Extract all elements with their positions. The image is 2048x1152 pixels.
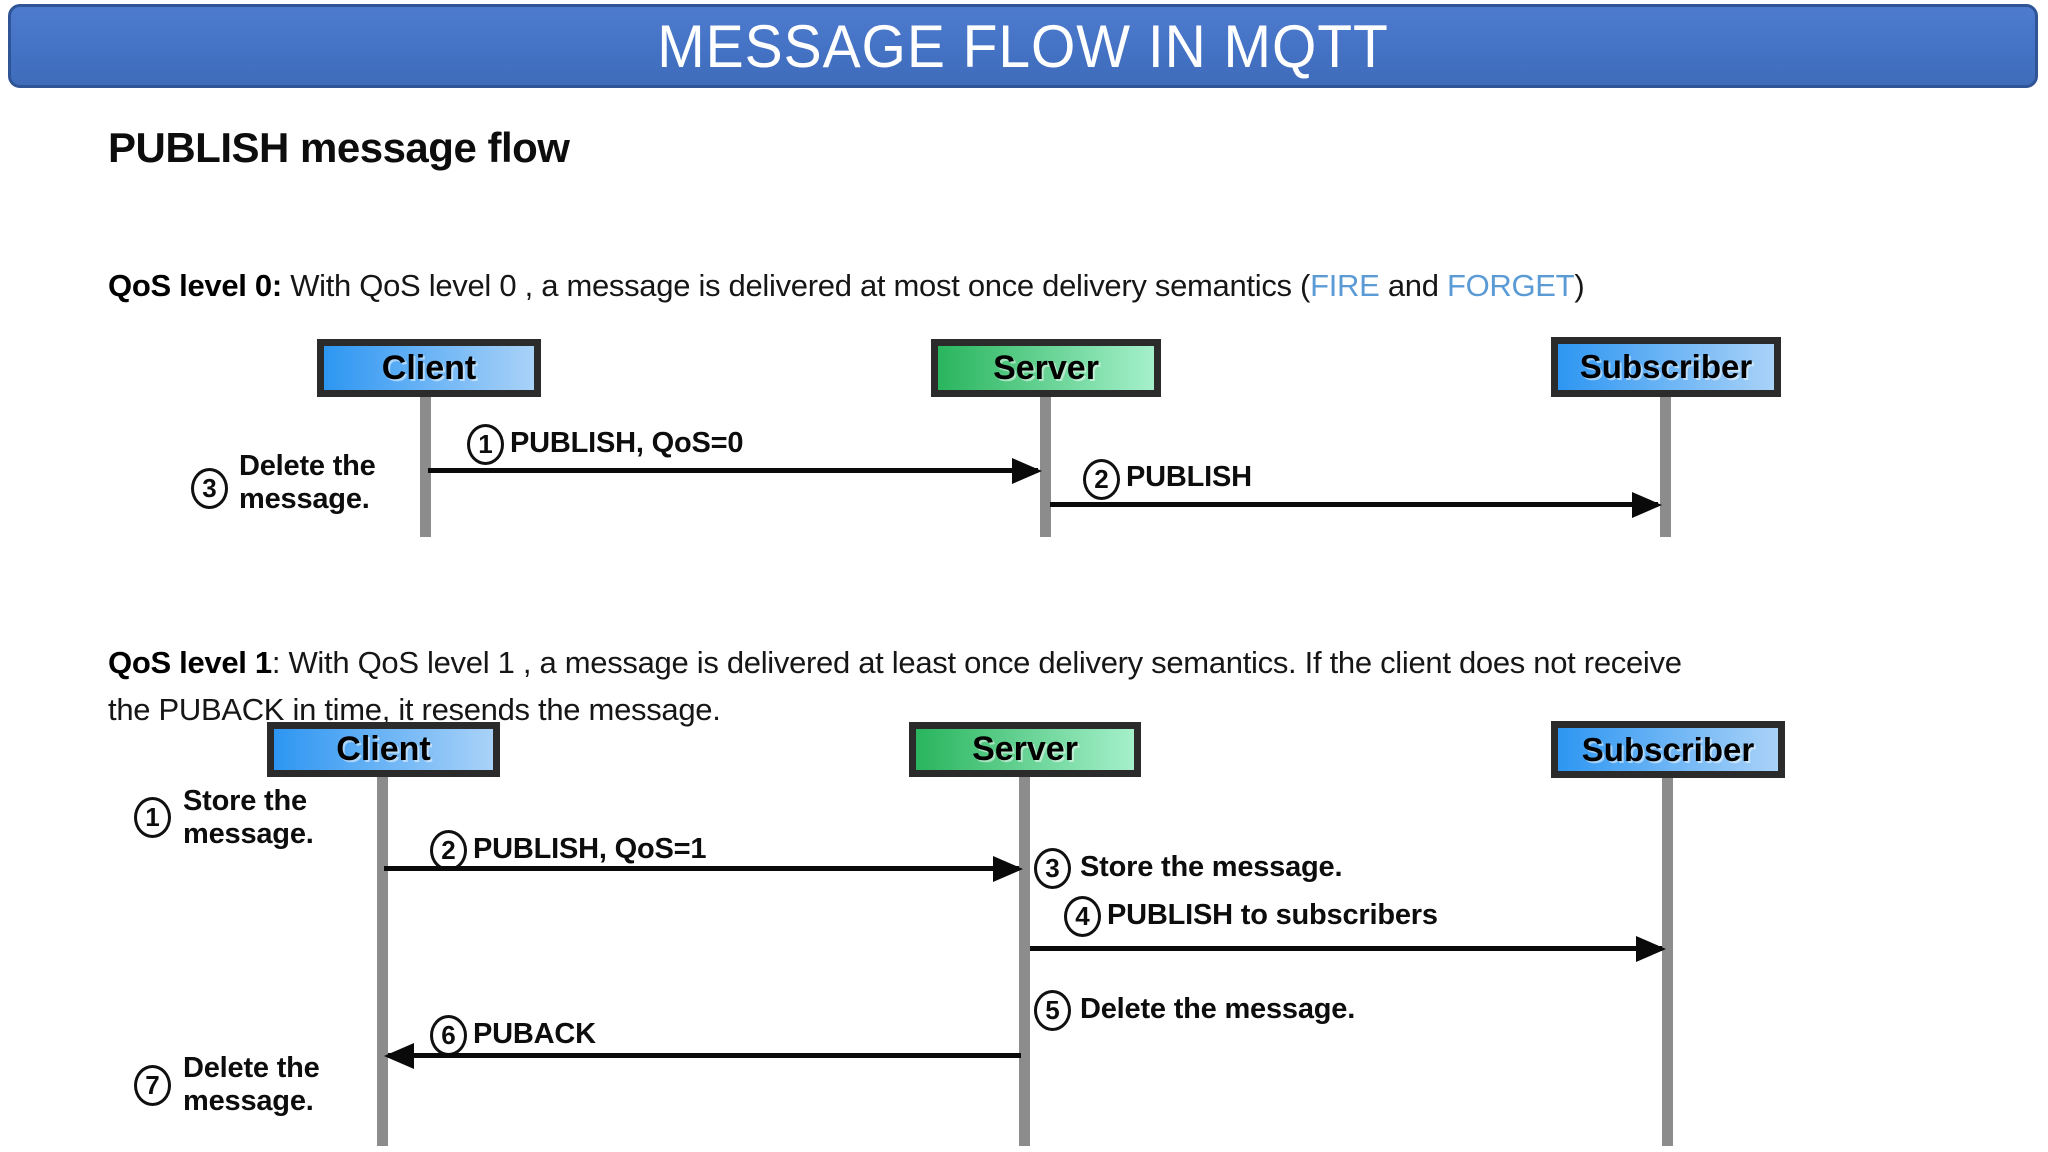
qos1-step3-circle: 3 — [1034, 848, 1071, 889]
qos0-body-text: With QoS level 0 , a message is delivere… — [281, 268, 1311, 303]
fire-text: FIRE — [1310, 268, 1380, 303]
qos1-actor-subscriber-label: Subscriber — [1581, 730, 1755, 768]
qos0-actor-client-label: Client — [381, 348, 477, 387]
forget-text: FORGET — [1446, 268, 1575, 303]
qos1-server-lifeline — [1019, 776, 1030, 1146]
qos1-arrow-puback — [388, 1053, 1021, 1058]
qos1-step4-circle: 4 — [1064, 896, 1101, 937]
qos0-step3-label: Delete the message. — [239, 450, 376, 516]
qos0-step2-label: PUBLISH — [1126, 461, 1252, 493]
qos0-closing-paren: ) — [1574, 268, 1585, 303]
qos1-arrow-publish-qos1 — [384, 866, 1019, 871]
qos1-step1-label: Store the message. — [183, 785, 314, 851]
qos0-actor-server-box: Server — [931, 339, 1161, 397]
qos1-client-lifeline — [377, 776, 388, 1146]
qos1-step5-circle: 5 — [1034, 990, 1071, 1031]
qos1-step2-label: PUBLISH, QoS=1 — [473, 833, 707, 865]
section-heading: PUBLISH message flow — [108, 124, 570, 171]
qos1-step2-circle: 2 — [430, 830, 467, 871]
qos1-actor-server-label: Server — [972, 730, 1078, 768]
qos1-arrow-publish-to-subscribers — [1030, 946, 1662, 951]
qos1-actor-subscriber-box: Subscriber — [1551, 721, 1785, 778]
qos1-line1: QoS level 1: With QoS level 1 , a messag… — [108, 645, 1682, 680]
qos0-step1-label: PUBLISH, QoS=0 — [510, 427, 744, 459]
page-title: MESSAGE FLOW IN MQTT — [657, 12, 1389, 80]
qos1-subscriber-lifeline — [1662, 776, 1673, 1146]
qos0-label: QoS level 0: — [108, 268, 282, 303]
qos0-actor-subscriber-box: Subscriber — [1551, 337, 1781, 397]
qos0-actor-server-label: Server — [993, 348, 1099, 387]
qos0-step1-circle: 1 — [467, 424, 504, 465]
title-bar: MESSAGE FLOW IN MQTT — [8, 4, 2038, 88]
qos0-actor-client-box: Client — [317, 339, 541, 397]
qos1-step6-label: PUBACK — [473, 1018, 596, 1050]
qos0-step2-circle: 2 — [1083, 459, 1120, 500]
qos0-actor-subscriber-label: Subscriber — [1579, 348, 1753, 385]
qos1-paragraph: QoS level 1: With QoS level 1 , a messag… — [108, 639, 1682, 733]
qos0-step3-circle: 3 — [191, 468, 228, 509]
qos0-paragraph: QoS level 0: With QoS level 0 , a messag… — [108, 262, 1585, 309]
qos1-step7-circle: 7 — [134, 1065, 171, 1106]
qos1-line1-text: : With QoS level 1 , a message is delive… — [271, 645, 1682, 680]
qos1-step5-label: Delete the message. — [1080, 993, 1356, 1025]
qos1-step3-label: Store the message. — [1080, 851, 1343, 883]
qos0-arrow-publish-qos0 — [428, 468, 1038, 473]
qos1-step1-circle: 1 — [134, 797, 171, 838]
qos0-client-lifeline — [420, 395, 431, 537]
qos0-server-lifeline — [1040, 395, 1051, 537]
qos1-line2: the PUBACK in time, it resends the messa… — [108, 692, 721, 727]
qos1-step7-label: Delete the message. — [183, 1052, 320, 1118]
qos1-step4-label: PUBLISH to subscribers — [1107, 899, 1438, 931]
qos0-and-text: and — [1379, 268, 1447, 303]
qos0-subscriber-lifeline — [1660, 395, 1671, 537]
qos1-actor-client-box: Client — [267, 722, 500, 777]
qos1-actor-client-label: Client — [336, 730, 431, 768]
qos1-step6-circle: 6 — [430, 1015, 467, 1056]
qos1-actor-server-box: Server — [909, 722, 1141, 777]
qos0-arrow-publish — [1050, 502, 1658, 507]
qos1-label: QoS level 1 — [108, 645, 272, 680]
